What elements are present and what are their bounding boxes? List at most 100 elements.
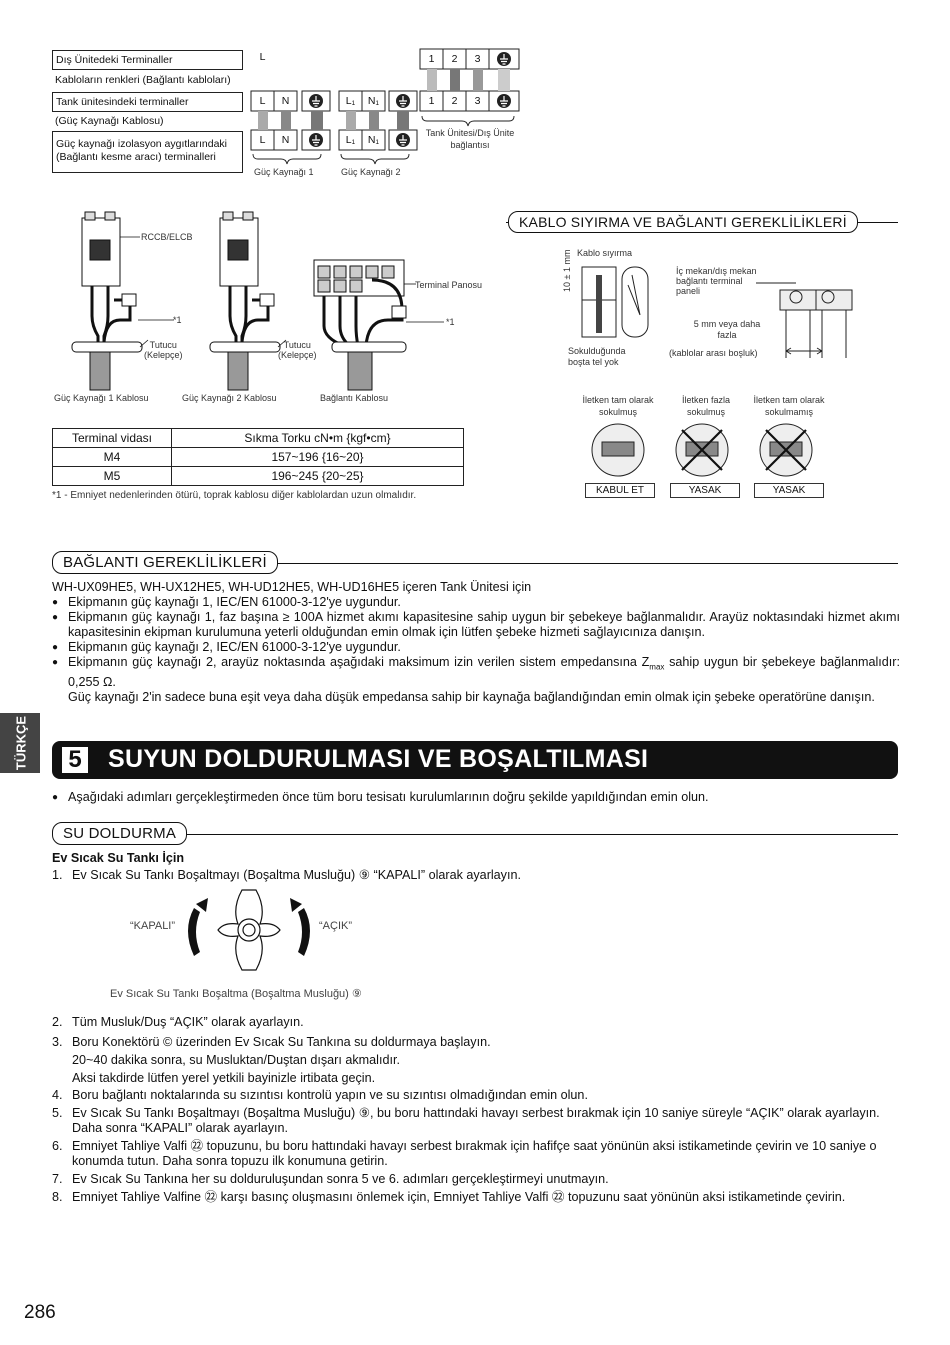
step-text: Emniyet Tahliye Valfi ㉒ topuzunu, bu bor… [72,1139,877,1168]
accept-label: KABUL ET [585,483,655,498]
term-1-tank: 1 [428,95,435,107]
list-item: 7. Ev Sıcak Su Tankına her su dolduruluşu… [52,1172,900,1187]
step-text: Boru Konektörü © üzerinden Ev Sıcak Su T… [72,1035,491,1085]
valve-illustration [188,889,310,971]
term-2-tank: 2 [451,95,458,107]
list-item: 5. Ev Sıcak Su Tankı Boşaltmayı (Boşaltma… [52,1106,900,1136]
forbidden-label-1: YASAK [670,483,740,498]
case3-label: İletken tam olarak sokulmamış [753,395,825,417]
language-tab-label: TÜRKÇE [13,715,29,771]
term-N1-tank: N₁ [367,95,380,107]
term-N-iso: N [281,134,290,146]
filling-title: SU DOLDURMA [52,822,188,845]
term-L-tank-row: L [259,95,266,107]
valve-caption: Ev Sıcak Su Tankı Boşaltma (Boşaltma Mus… [110,988,362,1000]
case1-label: İletken tam olarak sokulmuş [582,395,654,417]
strip-label: Kablo sıyırma [577,248,633,258]
connection-bullet-3: Ekipmanın güç kaynağı 2, IEC/EN 61000-3-… [52,640,900,655]
cable1-label: Güç Kaynağı 1 Kablosu [54,393,149,403]
connection-bullet-4c: Güç kaynağı 2'in sadece buna eşit veya d… [68,689,875,704]
strip-dimension: 10 ± 1 mm [562,249,572,292]
language-tab: TÜRKÇE [0,713,40,773]
list-item: 2. Tüm Musluk/Duş “AÇIK” olarak ayarlayın… [52,1015,900,1030]
section-5-intro: Aşağıdaki adımları gerçekleştirmeden önc… [52,790,900,805]
open-label: “AÇIK” [319,920,352,932]
torque-note: *1 - Emniyet nedenlerinden ötürü, toprak… [52,490,417,501]
forbidden-label-2: YASAK [754,483,824,498]
connection-title: BAĞLANTI GEREKLİLİKLERİ [52,551,278,574]
tank-outdoor-link-label: Tank Ünitesi/Dış Ünite bağlantısı [425,128,515,150]
holder-label-2: Tutucu(Kelepçe) [278,340,317,360]
connection-bullet-4a: Ekipmanın güç kaynağı 2, arayüz noktasın… [68,655,650,669]
section-number: 5 [62,747,88,773]
step-number: 4. [52,1088,63,1102]
zmax-sub: max [649,662,665,672]
step-text: Emniyet Tahliye Valfine ㉒ karşı basınç o… [72,1190,846,1204]
cable2-label: Güç Kaynağı 2 Kablosu [182,393,277,403]
section-5-header: 5 SUYUN DOLDURULMASI VE BOŞALTILMASI [52,741,898,779]
outdoor-terminals-label: Dış Ünitedeki Terminaller [52,50,243,70]
step-number: 7. [52,1172,63,1186]
page-number: 286 [24,1302,56,1323]
stripping-diagram [581,266,853,358]
torque-cell: M5 [52,466,172,486]
term-L-iso: L [259,134,266,146]
connection-title-line [52,563,898,564]
step-number: 2. [52,1015,63,1029]
step-text: Tüm Musluk/Duş “AÇIK” olarak ayarlayın. [72,1015,304,1029]
intro-bullet: Aşağıdaki adımları gerçekleştirmeden önc… [52,790,900,805]
connection-bullet-4b: sahip uygun bir şebekeye bağlanmalıdır: … [68,655,900,689]
star1-right: *1 [446,317,455,327]
table-row: M5 196~245 {20~25} [52,466,464,486]
indoor-panel-label: İç mekan/dış mekan bağlantı terminal pan… [676,266,757,296]
filling-title-line [52,834,898,835]
five-mm-label: 5 mm veya daha fazla [693,319,761,340]
wiring-diagram [71,211,444,391]
step-number: 5. [52,1106,63,1120]
term-L1-tank: L₁ [345,95,356,107]
terminal-block-diagram [250,48,520,165]
term-1-outdoor: 1 [428,53,435,65]
step-text: Ev Sıcak Su Tankı Boşaltmayı (Boşaltma M… [72,1106,880,1135]
power-cable-label: (Güç Kaynağı Kablosu) [55,115,164,127]
supply2-label: Güç Kaynağı 2 [341,167,401,177]
connection-text: WH-UX09HE5, WH-UX12HE5, WH-UD12HE5, WH-U… [52,580,900,705]
supply1-label: Güç Kaynağı 1 [254,167,314,177]
section-title: SUYUN DOLDURULMASI VE BOŞALTILMASI [108,745,649,773]
filling-steps: 2. Tüm Musluk/Duş “AÇIK” olarak ayarlayın… [52,1015,900,1205]
step-number: 3. [52,1035,63,1049]
link-cable-label: Bağlantı Kablosu [320,393,389,403]
torque-table: Terminal vidası Sıkma Torku cN•m {kgf•cm… [52,428,464,486]
list-item: 8. Emniyet Tahliye Valfine ㉒ karşı basınç… [52,1190,900,1205]
closed-label: “KAPALI” [130,920,176,932]
term-N-tank: N [281,95,290,107]
no-loose-label: Sokulduğunda boşta tel yok [568,346,626,367]
step-number: 8. [52,1190,63,1204]
torque-header-screw: Terminal vidası [52,428,172,448]
stripping-title: KABLO SIYIRMA VE BAĞLANTI GEREKLİLİKLERİ [508,211,858,233]
connection-bullet-1: Ekipmanın güç kaynağı 1, IEC/EN 61000-3-… [52,595,900,610]
table-row: M4 157~196 {16~20} [52,447,464,467]
list-item: 3. Boru Konektörü © üzerinden Ev Sıcak Su… [52,1033,900,1087]
connection-bullet-2: Ekipmanın güç kaynağı 1, faz başına ≥ 10… [52,610,900,640]
step-text: Boru bağlantı noktalarında su sızıntısı … [72,1088,588,1102]
connection-bullet-4: Ekipmanın güç kaynağı 2, arayüz noktasın… [52,655,900,705]
step-number: 6. [52,1139,63,1153]
term-N1-iso: N₁ [367,134,380,146]
list-item: 4. Boru bağlantı noktalarında su sızıntıs… [52,1088,900,1103]
cable-colors-label: Kabloların renkleri (Bağlantı kabloları) [55,74,231,86]
isolation-terminals-label: Güç kaynağı izolasyon aygıtlarındaki (Ba… [52,131,243,173]
terminal-panel-label-1: Terminal Panosu [415,280,483,290]
step-1-text: Ev Sıcak Su Tankı Boşaltmayı (Boşaltma M… [72,868,521,882]
torque-cell: 196~245 {20~25} [171,466,464,486]
term-L1-iso: L₁ [345,134,356,146]
term-2-outdoor: 2 [451,53,458,65]
filling-subhead: Ev Sıcak Su Tankı İçin [52,851,185,865]
holder-label-1: Tutucu(Kelepçe) [144,340,183,360]
rccb-label: RCCB/ELCB [141,232,193,242]
case2-label: İletken fazla sokulmuş [681,395,731,417]
tank-terminals-label: Tank ünitesindeki terminaller [52,92,243,112]
step-text: Ev Sıcak Su Tankına her su dolduruluşund… [72,1172,609,1186]
torque-header-torque: Sıkma Torku cN•m {kgf•cm} [171,428,464,448]
term-L-tank: L [259,51,266,63]
